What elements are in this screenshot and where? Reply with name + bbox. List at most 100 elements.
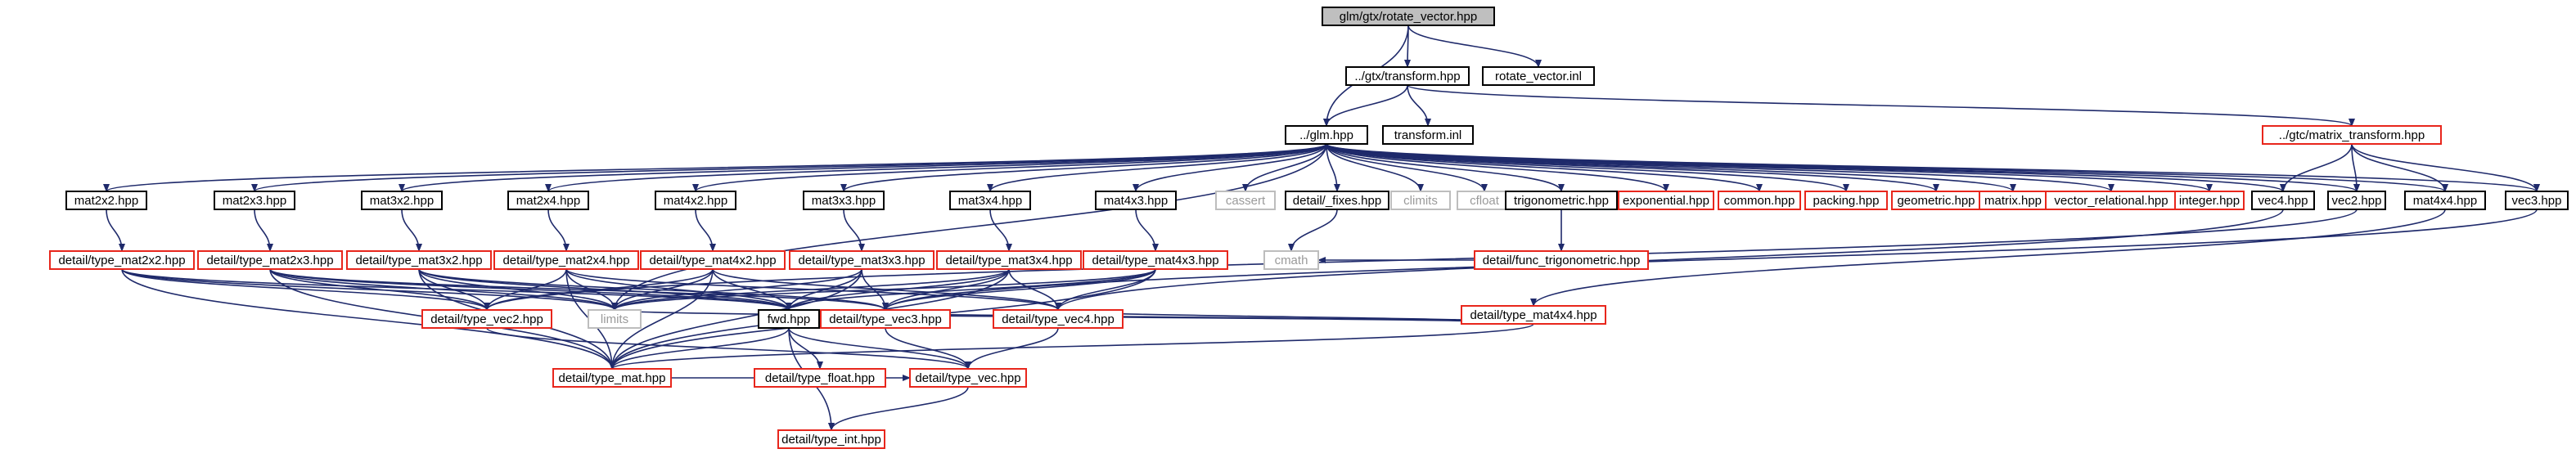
node-tm2x4[interactable]: detail/type_mat2x4.hpp (493, 250, 639, 270)
node-label: cassert (1226, 194, 1266, 208)
node-rotate_inl[interactable]: rotate_vector.inl (1482, 66, 1595, 86)
node-gtc_mt[interactable]: ../gtc/matrix_transform.hpp (2262, 125, 2442, 145)
node-expo[interactable]: exponential.hpp (1618, 191, 1714, 210)
node-label: matrix.hpp (1984, 194, 2042, 208)
node-tm2x3[interactable]: detail/type_mat2x3.hpp (197, 250, 343, 270)
edge-mat4x3-to-tm4x3 (1135, 209, 1159, 252)
edge-tvec2-to-tvec (486, 327, 971, 370)
node-label: cmath (1275, 254, 1308, 267)
node-fwd[interactable]: fwd.hpp (758, 309, 820, 329)
edge-gtx_transform-to-transform_inl (1407, 84, 1431, 127)
node-tm3x4[interactable]: detail/type_mat3x4.hpp (936, 250, 1082, 270)
edge-tm2x2-to-limits (121, 268, 618, 311)
node-box (949, 191, 1031, 210)
node-tvec[interactable]: detail/type_vec.hpp (909, 368, 1027, 388)
node-tm4x2[interactable]: detail/type_mat4x2.hpp (640, 250, 786, 270)
node-box (1718, 191, 1801, 210)
node-box (1263, 250, 1319, 270)
node-fixes[interactable]: detail/_fixes.hpp (1285, 191, 1389, 210)
node-layer: glm/gtx/rotate_vector.hpp ../gtx/transfor… (49, 7, 2569, 449)
node-label: detail/type_vec.hpp (915, 371, 1020, 385)
node-tvec4[interactable]: detail/type_vec4.hpp (993, 309, 1124, 329)
node-packing[interactable]: packing.hpp (1804, 191, 1888, 210)
node-vec3[interactable]: vec3.hpp (2505, 191, 2569, 210)
node-tvec3[interactable]: detail/type_vec3.hpp (820, 309, 951, 329)
node-box (1461, 305, 1606, 325)
node-limits[interactable]: limits (588, 309, 642, 329)
node-mat4x2[interactable]: mat4x2.hpp (655, 191, 736, 210)
node-matrix[interactable]: matrix.hpp (1979, 191, 2047, 210)
edge-glm-to-climits (1326, 143, 1424, 192)
node-label: detail/_fixes.hpp (1293, 194, 1381, 208)
node-gtx_transform[interactable]: ../gtx/transform.hpp (1345, 66, 1470, 86)
node-label: geometric.hpp (1897, 194, 1975, 208)
node-mat2x2[interactable]: mat2x2.hpp (65, 191, 147, 210)
node-label: detail/type_mat4x3.hpp (1092, 254, 1218, 267)
edge-mat3x3-to-tm3x3 (843, 209, 865, 252)
node-tint[interactable]: detail/type_int.hpp (777, 429, 885, 449)
edge-glm-to-trig (1326, 143, 1565, 192)
edge-layer (103, 25, 2540, 431)
node-box (1474, 250, 1649, 270)
node-box (346, 250, 492, 270)
edge-tm2x3-to-limits (269, 268, 618, 311)
node-tmat[interactable]: detail/type_mat.hpp (552, 368, 672, 388)
node-mat3x3[interactable]: mat3x3.hpp (803, 191, 885, 210)
edge-fixes-to-cmath (1288, 209, 1338, 252)
node-transform_inl[interactable]: transform.inl (1382, 125, 1474, 145)
node-tm4x4[interactable]: detail/type_mat4x4.hpp (1461, 305, 1606, 325)
node-cassert[interactable]: cassert (1215, 191, 1276, 210)
node-box (1285, 125, 1368, 145)
node-tm3x2[interactable]: detail/type_mat3x2.hpp (346, 250, 492, 270)
edge-tm3x4-to-limits (611, 268, 1010, 311)
edge-gtx_transform-to-glm (1323, 84, 1408, 127)
edge-fwd-to-tfloat (788, 327, 823, 370)
node-vecrel[interactable]: vector_relational.hpp (2045, 191, 2177, 210)
node-box (197, 250, 343, 270)
node-tm2x2[interactable]: detail/type_mat2x2.hpp (49, 250, 195, 270)
node-label: packing.hpp (1813, 194, 1880, 208)
node-label: detail/type_mat3x3.hpp (798, 254, 925, 267)
node-label: ../gtc/matrix_transform.hpp (2279, 128, 2425, 142)
edge-glm-to-mat2x4 (545, 143, 1327, 192)
edge-glm-to-mat4x3 (1133, 143, 1327, 192)
node-trig[interactable]: trigonometric.hpp (1505, 191, 1618, 210)
node-mat4x4[interactable]: mat4x4.hpp (2404, 191, 2486, 210)
node-climits[interactable]: climits (1390, 191, 1451, 210)
node-tvec2[interactable]: detail/type_vec2.hpp (421, 309, 552, 329)
node-mat2x4[interactable]: mat2x4.hpp (507, 191, 589, 210)
edge-glm-to-mat3x3 (840, 143, 1327, 192)
node-mat3x2[interactable]: mat3x2.hpp (361, 191, 443, 210)
node-tm4x3[interactable]: detail/type_mat4x3.hpp (1083, 250, 1228, 270)
node-label: detail/type_vec4.hpp (1002, 312, 1115, 326)
node-mat3x4[interactable]: mat3x4.hpp (949, 191, 1031, 210)
node-geometric[interactable]: geometric.hpp (1891, 191, 1981, 210)
edge-tm2x2-to-tvec2 (121, 268, 490, 311)
node-glm[interactable]: ../glm.hpp (1285, 125, 1368, 145)
node-box (507, 191, 589, 210)
edge-glm-to-mat4x2 (692, 143, 1327, 192)
node-vec2[interactable]: vec2.hpp (2327, 191, 2386, 210)
node-box (1345, 66, 1470, 86)
node-tfloat[interactable]: detail/type_float.hpp (754, 368, 886, 388)
node-mat2x3[interactable]: mat2x3.hpp (214, 191, 295, 210)
node-integer[interactable]: integer.hpp (2174, 191, 2245, 210)
node-tm3x3[interactable]: detail/type_mat3x3.hpp (789, 250, 934, 270)
edge-fwd-to-tvec (788, 327, 971, 370)
node-box (65, 191, 147, 210)
node-box (820, 309, 951, 329)
node-common[interactable]: common.hpp (1718, 191, 1801, 210)
edge-tm2x2-to-fwd (121, 268, 792, 311)
edge-tm3x2-to-limits (418, 268, 618, 311)
node-vec4[interactable]: vec4.hpp (2251, 191, 2315, 210)
node-cmath[interactable]: cmath (1263, 250, 1319, 270)
node-label: limits (601, 312, 628, 326)
node-functrig[interactable]: detail/func_trigonometric.hpp (1474, 250, 1649, 270)
edge-tm4x2-to-tmat (609, 268, 714, 370)
node-label: integer.hpp (2179, 194, 2240, 208)
node-cfloat[interactable]: cfloat (1457, 191, 1512, 210)
node-root[interactable]: glm/gtx/rotate_vector.hpp (1322, 7, 1495, 26)
node-mat4x3[interactable]: mat4x3.hpp (1095, 191, 1177, 210)
node-label: detail/type_float.hpp (765, 371, 875, 385)
